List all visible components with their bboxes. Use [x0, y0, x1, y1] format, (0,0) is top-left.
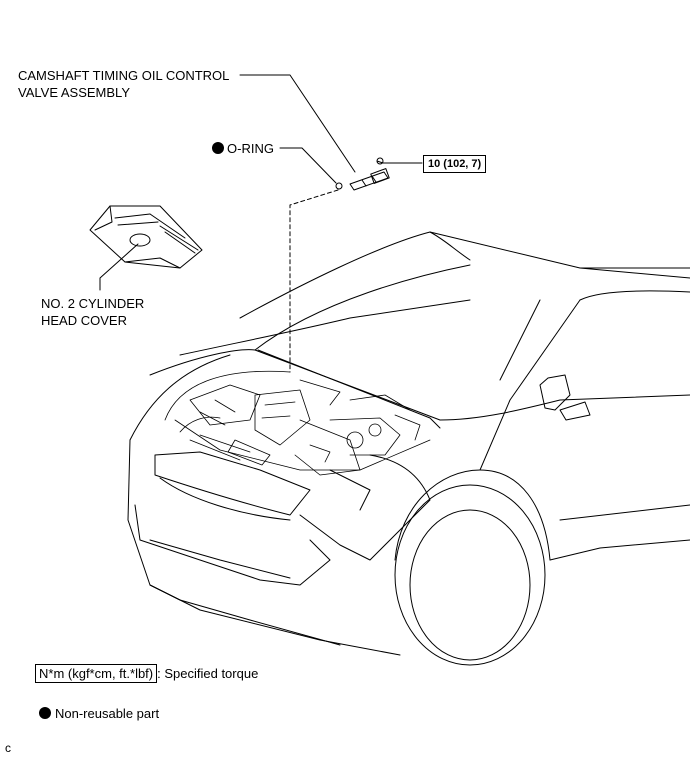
legend-torque-box: N*m (kgf*cm, ft.*lbf) [35, 664, 158, 683]
oil-control-valve-part [349, 157, 390, 191]
legend-dot [39, 707, 51, 719]
legend-torque-desc: : Specified torque [157, 666, 259, 681]
engine-bay [164, 370, 431, 476]
legend-nonreusable: Non-reusable part [55, 706, 160, 721]
install-path-dashed [289, 189, 339, 373]
label-o-ring: O-RING [227, 141, 274, 156]
label-head-cover: NO. 2 CYLINDER HEAD COVER [41, 296, 145, 328]
label-oil-control-valve: CAMSHAFT TIMING OIL CONTROL VALVE ASSEMB… [18, 68, 230, 100]
vehicle-outline [127, 231, 690, 666]
o-ring-marker-dot [212, 142, 224, 154]
leader-lines [99, 74, 423, 291]
legend-torque: N*m (kgf*cm, ft.*lbf): Specified torque [35, 664, 258, 683]
torque-spec-box: 10 (102, 7) [423, 155, 487, 173]
o-ring-part [335, 182, 343, 190]
corner-letter: c [5, 741, 11, 755]
head-cover-part [89, 205, 203, 269]
